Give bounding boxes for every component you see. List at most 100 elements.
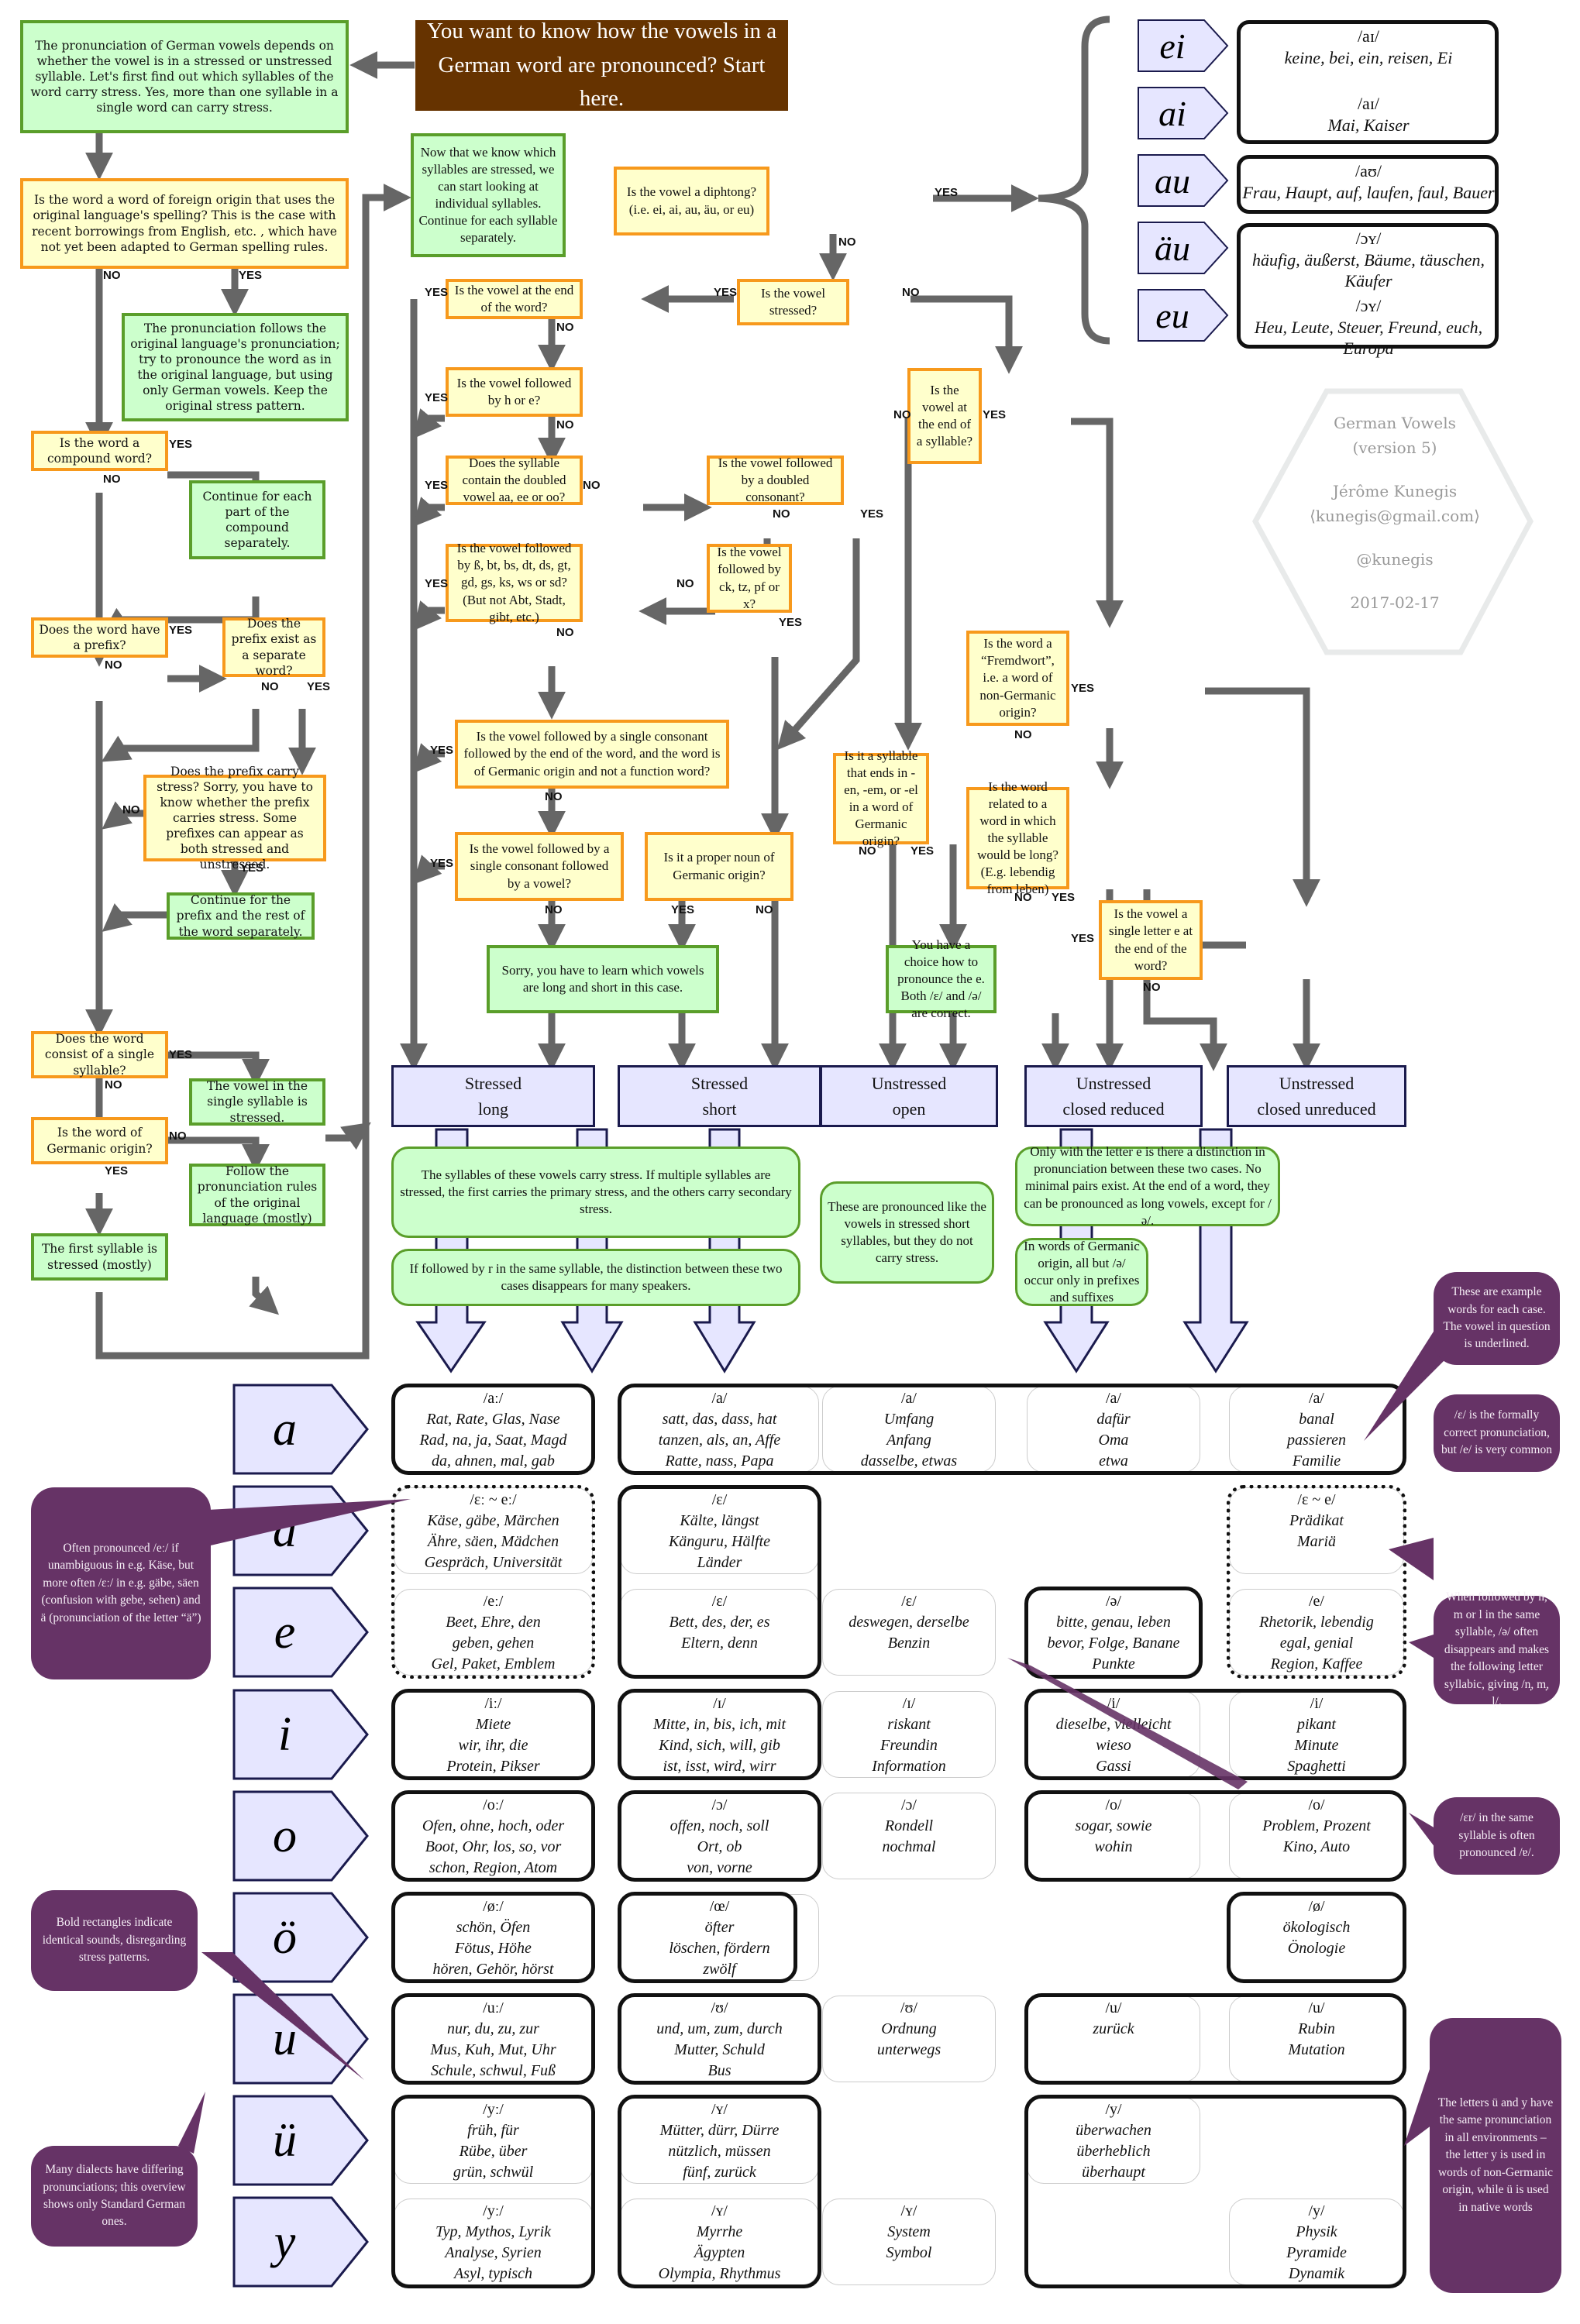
cell-ipa: /i/ (1310, 1695, 1324, 1712)
cell-ipa: /eː/ (483, 1593, 504, 1610)
question-related-word[interactable]: Is the word related to a word in which t… (966, 779, 1069, 896)
note-germanic-text: In words of Germanic origin, all but /ə/… (1024, 1238, 1140, 1305)
cell-words: Analyse, Syrien (445, 2244, 542, 2261)
answer-now-syllables-text: Now that we know which syllables are str… (418, 144, 558, 246)
diphthong-tag: äu (1138, 222, 1229, 274)
question-single-consonant-vowel[interactable]: Is the vowel followed by a single conson… (455, 832, 624, 901)
diphthong-ipa: /ɔʏ/ (1355, 229, 1382, 248)
note-stressed: The syllables of these vowels carry stre… (391, 1147, 800, 1238)
cell-words: hören, Gehör, hörst (432, 1961, 554, 1978)
cell-ipa: /y/ (1308, 2202, 1325, 2219)
question-foreign[interactable]: Is the word a word of foreign origin tha… (20, 178, 349, 269)
question-doubled-vowel[interactable]: Does the syllable contain the doubled vo… (446, 456, 583, 505)
diphthong-ipa: /aɪ/ (1357, 94, 1380, 113)
label-yes: YES (425, 479, 449, 492)
question-prefix-word-text: Does the prefix exist as a separate word… (231, 617, 317, 678)
cell-ipa: /ɛ/ (711, 1593, 728, 1610)
cell-words: Protein, Pikser (446, 1758, 540, 1775)
frame-u-long (391, 1993, 595, 2085)
answer-prefix: Continue for the prefix and the rest of … (167, 892, 315, 940)
label-no: NO (1014, 728, 1032, 741)
label-no: NO (103, 473, 121, 486)
cell-ipa: /o/ (1308, 1796, 1325, 1813)
cell-words: satt, das, dass, hat (662, 1411, 777, 1428)
cell-outline (822, 1691, 996, 1778)
question-diphthong[interactable]: Is the vowel a diphtong? (i.e. ei, ai, a… (614, 167, 769, 235)
label-yes: YES (169, 438, 193, 451)
question-consonant-clusters[interactable]: Is the vowel followed by ß, bt, bs, dt, … (446, 541, 583, 624)
answer-first-syllable: The first syllable is stressed (mostly) (31, 1233, 168, 1281)
frame-ae-e-long (391, 1485, 595, 1679)
label-yes: YES (105, 1164, 129, 1177)
cell-words: Schule, schwul, Fuß (430, 2062, 556, 2079)
cell-outline (822, 1996, 996, 2082)
cell-words: Miete (475, 1716, 511, 1733)
credits-author: Jérôme Kunegis (1332, 482, 1458, 500)
question-h-or-e[interactable]: Is the vowel followed by h or e? (446, 367, 583, 417)
note-stressed-text: The syllables of these vowels carry stre… (400, 1167, 792, 1217)
diphthong-letter: ei (1159, 26, 1186, 66)
cell-words: dasselbe, etwas (860, 1452, 958, 1470)
question-doubled-consonant[interactable]: Is the vowel followed by a doubled conso… (707, 456, 844, 505)
question-single-e[interactable]: Is the vowel a single letter e at the en… (1099, 900, 1203, 980)
question-ck-tz-pf-x[interactable]: Is the vowel followed by ck, tz, pf or x… (707, 544, 792, 613)
tag-shape (1138, 19, 1229, 72)
cell-ipa: /oː/ (483, 1796, 504, 1813)
cell-words: grün, schwül (453, 2164, 534, 2181)
cell-ipa: /y/ (1105, 2101, 1122, 2118)
question-single-consonant-vowel-text: Is the vowel followed by a single conson… (469, 841, 610, 891)
label-yes: YES (935, 186, 959, 199)
answer-choice-e-text: You have a choice how to pronounce the e… (897, 937, 985, 1021)
cell-ipa: /ɔ/ (711, 1796, 728, 1813)
cell-ipa: /o/ (1105, 1796, 1122, 1813)
cell-ipa: /ʊ/ (711, 1999, 728, 2016)
category-line2: short (702, 1099, 737, 1119)
question-compound[interactable]: Is the word a compound word? (31, 431, 168, 471)
question-ck-tz-pf-x-text: Is the vowel followed by ck, tz, pf or x… (717, 545, 782, 611)
category-line1: Stressed (690, 1074, 749, 1093)
frame-o-long (391, 1790, 595, 1882)
arrow-stressed-no (910, 295, 1023, 374)
cell-words: egal, genial (1279, 1635, 1354, 1652)
question-single-syllable[interactable]: Does the word consist of a single syllab… (31, 1031, 168, 1078)
category-line2: long (477, 1099, 509, 1119)
question-prefix-word[interactable]: Does the prefix exist as a separate word… (222, 617, 325, 678)
question-en-em-el[interactable]: Is it a syllable that ends in -en, -em, … (833, 748, 929, 848)
cell-words: Rubin (1298, 2020, 1335, 2037)
tag-shape (232, 1993, 369, 2085)
question-stressed[interactable]: Is the vowel stressed? (737, 279, 849, 325)
vowel-letter: o (273, 1809, 297, 1862)
pointer-examples (1364, 1317, 1457, 1441)
question-fremdwort[interactable]: Is the word a “Fremdwort”, i.e. a word o… (966, 631, 1069, 726)
note-r-text: If followed by r in the same syllable, t… (409, 1260, 783, 1293)
label-no: NO (1143, 981, 1161, 994)
cell-words: System (887, 2223, 931, 2240)
question-prefix[interactable]: Does the word have a prefix? (31, 617, 168, 658)
cell-ipa: /u/ (1308, 1999, 1325, 2016)
note-ae-text: Often pronounced /eː/ if unambiguous in … (40, 1541, 201, 1624)
question-germanic[interactable]: Is the word of Germanic origin? (31, 1117, 168, 1164)
cell-words: Ort, ob (697, 1838, 742, 1855)
cell-words: fünf, zurück (683, 2164, 756, 2181)
cell-words: zurück (1093, 2020, 1134, 2037)
question-single-consonant-end[interactable]: Is the vowel followed by a single conson… (455, 720, 729, 789)
vowel-tag: i (232, 1689, 372, 1780)
cell-words: Eltern, denn (681, 1635, 758, 1652)
cell-outline (822, 1793, 996, 1879)
question-proper-noun[interactable]: Is it a proper noun of Germanic origin? (645, 832, 793, 901)
arrow-prefix-word-no (101, 709, 260, 762)
cell-words: ökologisch (1282, 1919, 1351, 1936)
diphthong-frame-oy (1237, 223, 1499, 349)
note-bold-rectangles: Bold rectangles indicate identical sound… (31, 1890, 198, 1991)
question-end-of-syllable[interactable]: Is the vowel at the end of a syllable? (907, 368, 982, 464)
vowel-tag: ö (232, 1892, 372, 1983)
question-end-of-word[interactable]: Is the vowel at the end of the word? (446, 279, 583, 319)
question-prefix-stress[interactable]: Does the prefix carry stress? Sorry, you… (143, 765, 326, 871)
frame-o-short (618, 1790, 821, 1882)
diphthong-words: Frau, Haupt, auf, laufen, faul, Bauer (1242, 182, 1495, 202)
frame-ue-y-short (618, 2095, 821, 2288)
